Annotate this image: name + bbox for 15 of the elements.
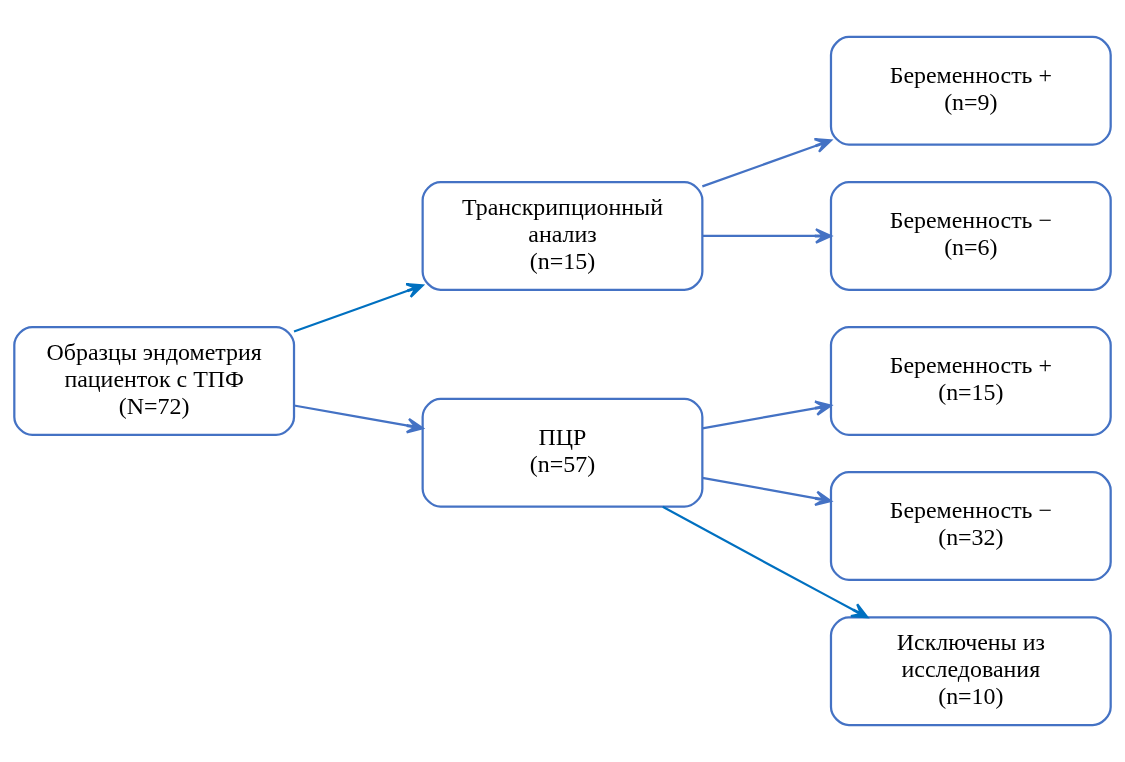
arrow: [293, 283, 424, 333]
node-box: Исключены из исследования (n=10): [829, 616, 1112, 727]
arrow: [702, 228, 833, 244]
arrow: [702, 476, 833, 507]
node-box: ПЦР (n=57): [421, 397, 704, 508]
node-box: Беременность + (n=9): [829, 35, 1112, 146]
node-box: Беременность + (n=15): [829, 326, 1112, 436]
node-box: Образцы эндометрия пациенток с ТПФ (N=72): [13, 326, 296, 436]
arrow: [701, 137, 833, 188]
node-box: Беременность − (n=32): [829, 471, 1112, 582]
arrow: [293, 404, 424, 434]
node-box: Транскрипционный анализ (n=15): [421, 180, 704, 291]
arrow: [702, 400, 833, 430]
arrow: [662, 505, 869, 619]
node-box: Беременность − (n=6): [829, 180, 1112, 291]
